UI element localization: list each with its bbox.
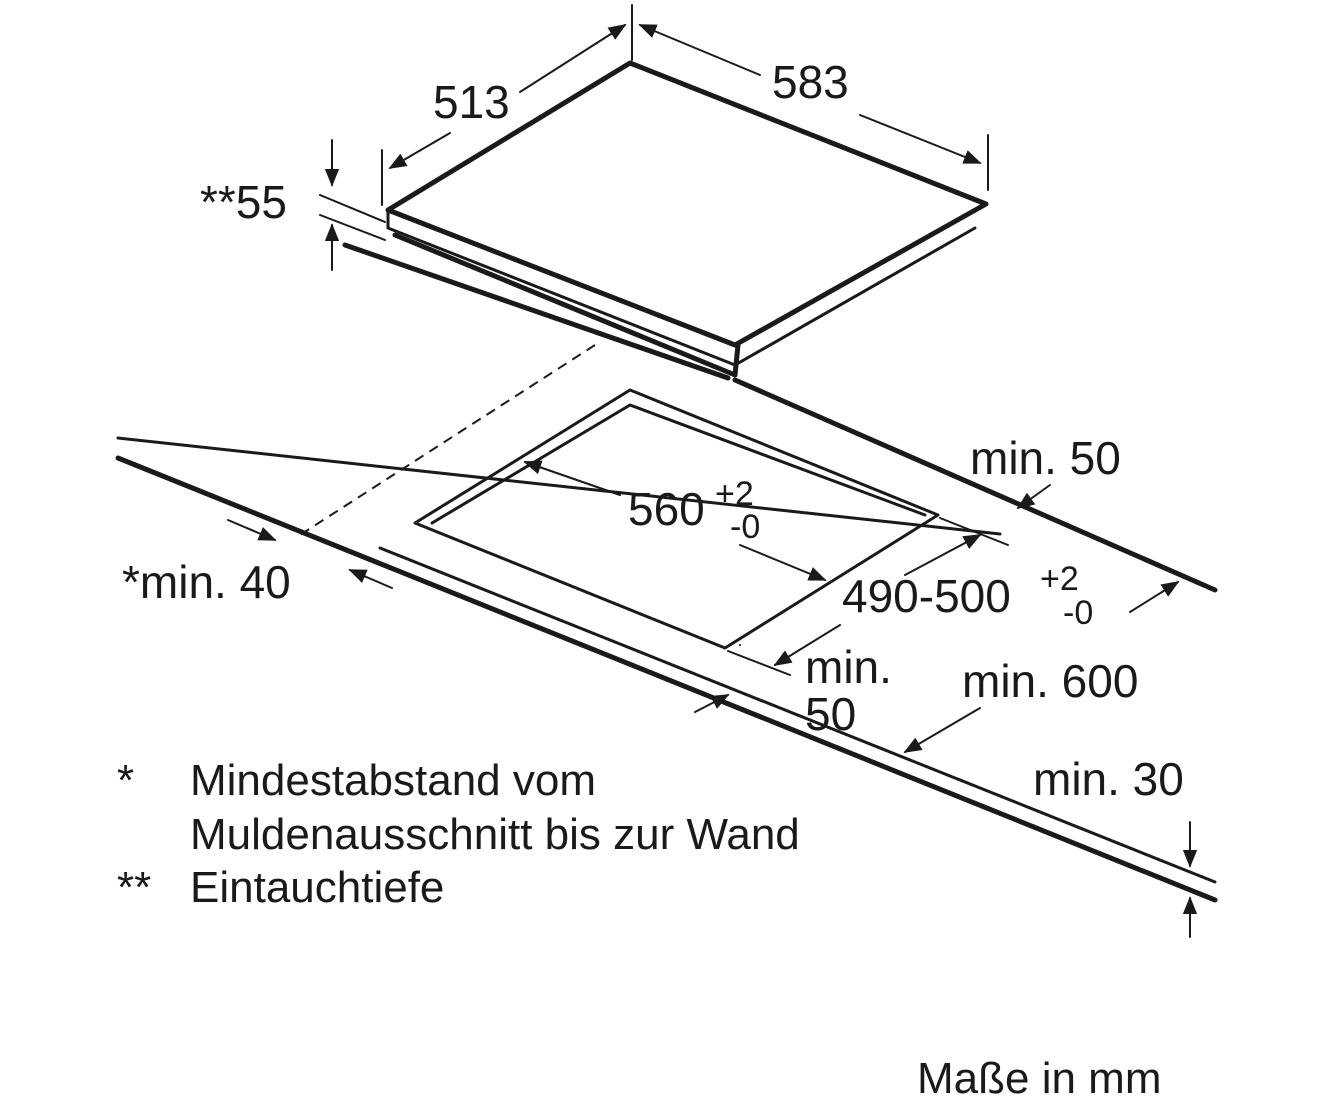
hob-dimensions: 513 583 **55 [200, 4, 989, 271]
worktop-front-edge-top [378, 546, 1217, 884]
label-560: 560 [628, 483, 705, 535]
label-worktop-depth: min. 600 [962, 655, 1138, 707]
note-1-line-1: Mindestabstand vom [190, 756, 596, 805]
label-front-clearance-1: min. [805, 641, 892, 693]
label-583: 583 [772, 56, 849, 108]
label-front-clearance-2: 50 [805, 688, 856, 740]
worktop-front-edge-bottom [115, 455, 1218, 903]
worktop-back-edge [116, 436, 1002, 536]
dim-line-513 [388, 132, 451, 169]
cutout-inner-edge [430, 403, 927, 525]
dim-line-490-bottom [773, 624, 841, 666]
hob-glass-top [385, 60, 989, 348]
dim-line-560-left [523, 460, 621, 496]
dim-line-490-top [904, 534, 982, 576]
label-worktop-thickness: min. 30 [1033, 753, 1184, 805]
label-55: **55 [200, 176, 287, 228]
label-490-tol-plus: +2 [1040, 560, 1079, 598]
dim-line-600-top [1129, 581, 1180, 613]
label-wall-clearance: *min. 40 [122, 556, 291, 608]
cutout [413, 388, 940, 650]
dim-line-front-50 [694, 694, 730, 713]
dim-line-rear-50 [1016, 484, 1051, 510]
worktop [115, 377, 1218, 903]
hob-base-bottom [342, 242, 731, 381]
clearance-dimensions: min. 50 *min. 40 min. 50 min. 600 min. 3… [122, 432, 1198, 938]
label-560-tol-plus: +2 [715, 475, 754, 513]
label-490-500: 490-500 [842, 570, 1011, 622]
footnotes: * Mindestabstand vom Muldenausschnitt bi… [117, 756, 800, 912]
note-1-line-2: Muldenausschnitt bis zur Wand [190, 810, 800, 859]
label-560-tol-minus: -0 [730, 508, 760, 546]
label-490-tol-minus: -0 [1063, 594, 1093, 632]
units-label: Maße in mm [917, 1054, 1161, 1100]
cutout-dimensions: 560 +2 -0 490-500 +2 -0 [523, 460, 1093, 676]
label-rear-clearance: min. 50 [970, 432, 1121, 484]
hob [342, 60, 989, 381]
alignment-dashed-line [299, 344, 596, 536]
dim-line-560-right [739, 544, 827, 581]
note-1-mark: * [117, 756, 134, 805]
dim-line-583 [638, 24, 761, 76]
cutout-outline [413, 388, 940, 650]
label-513: 513 [433, 76, 510, 128]
hob-base-left [392, 232, 741, 378]
note-2-mark: ** [117, 863, 151, 912]
note-2-line-1: Eintauchtiefe [190, 863, 444, 912]
hob-frame-edge [386, 210, 977, 367]
dim-line-600-bottom [903, 707, 981, 753]
